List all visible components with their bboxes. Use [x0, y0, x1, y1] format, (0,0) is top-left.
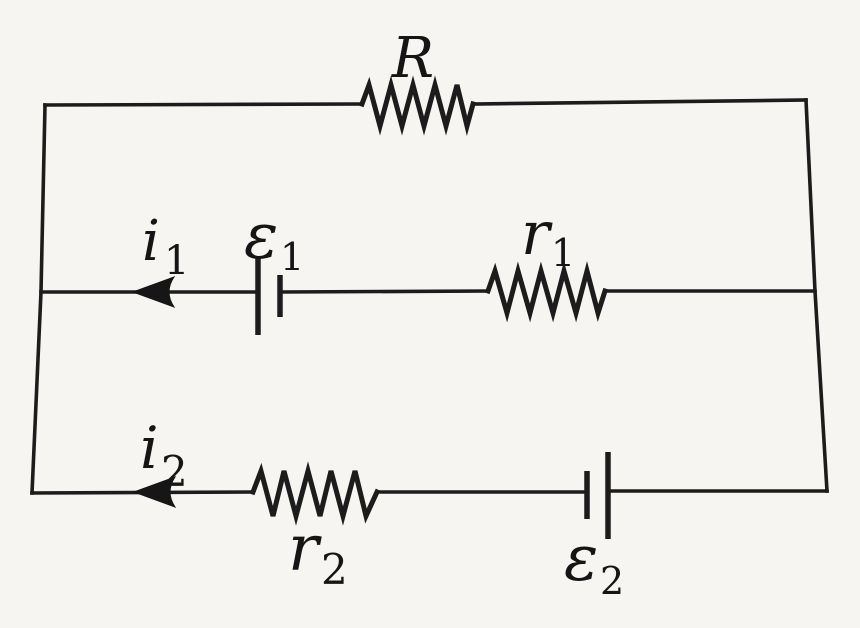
- label-R: R: [391, 26, 434, 91]
- current-arrow-i1: [131, 276, 176, 308]
- wire-top-left: [43, 102, 364, 107]
- label-i1: i: [142, 209, 160, 274]
- label-i2-sub: 2: [161, 447, 188, 496]
- resistor-r2: [249, 461, 381, 526]
- label-eps1: ε: [244, 200, 278, 274]
- label-eps1-sub: 1: [280, 235, 304, 279]
- current-arrow-i2: [132, 476, 177, 508]
- battery-eps2: [584, 452, 611, 539]
- resistor-R: [358, 75, 477, 136]
- wire-middle-center: [279, 289, 490, 294]
- wire-left-side: [30, 103, 47, 495]
- resistor-r2-zigzag: [249, 461, 381, 526]
- label-r1-sub: 1: [551, 231, 575, 275]
- label-r2-sub: 2: [321, 545, 348, 594]
- resistor-R-zigzag: [358, 75, 477, 136]
- middle-branch: [39, 256, 817, 335]
- labels: R i 1 ε 1 r 1 i 2 r 2 ε 2: [140, 26, 624, 603]
- resistor-r1: [484, 261, 609, 323]
- wire-right-side: [804, 98, 829, 493]
- wire-top-right: [471, 98, 808, 106]
- resistor-r1-zigzag: [484, 261, 609, 323]
- label-r2: r: [288, 512, 322, 586]
- bottom-branch: [30, 452, 829, 539]
- label-eps2-sub: 2: [600, 559, 624, 603]
- label-r1: r: [521, 199, 553, 269]
- label-i2: i: [140, 414, 159, 482]
- label-i1-sub: 1: [164, 238, 189, 284]
- battery-eps1: [255, 256, 283, 335]
- label-eps2: ε: [564, 522, 598, 596]
